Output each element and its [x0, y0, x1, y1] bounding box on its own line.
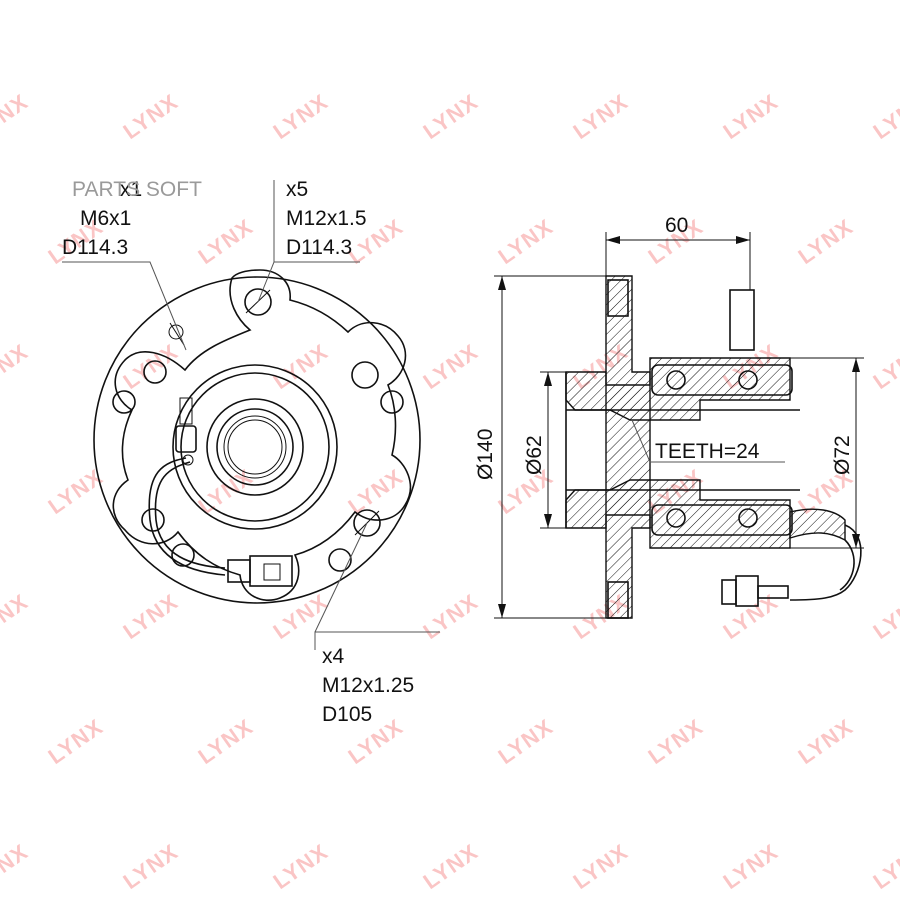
- sensor-bolt-count: x1: [120, 178, 142, 201]
- lynx-watermark: LYNX: [0, 89, 33, 144]
- lynx-watermark: LYNX: [869, 339, 900, 394]
- lynx-watermark: LYNX: [419, 839, 483, 894]
- lynx-watermark: LYNX: [719, 839, 783, 894]
- lynx-watermark: LYNX: [0, 589, 33, 644]
- lynx-watermark: LYNX: [119, 339, 183, 394]
- lynx-watermark: LYNX: [494, 714, 558, 769]
- lynx-watermark: LYNX: [494, 214, 558, 269]
- lynx-watermark: LYNX: [0, 339, 33, 394]
- parts-soft-watermark: PARTS SOFT: [72, 178, 202, 201]
- lynx-watermark: LYNX: [419, 589, 483, 644]
- lynx-watermark: LYNX: [119, 89, 183, 144]
- watermark-layer: LYNX LYNX LYNX LYNX LYNX LYNX LYNX LYNX LYNX LYNX…: [0, 89, 900, 894]
- lynx-watermark: LYNX: [194, 714, 258, 769]
- outer-diameter-dimension: Ø72: [831, 435, 854, 475]
- mount-bolts-pcd: D105: [322, 703, 372, 726]
- lynx-watermark: LYNX: [569, 839, 633, 894]
- lynx-watermark: LYNX: [794, 214, 858, 269]
- lynx-watermark: LYNX: [569, 89, 633, 144]
- lynx-watermark: LYNX: [119, 839, 183, 894]
- lynx-watermark: LYNX: [269, 89, 333, 144]
- hub-side-view: [565, 275, 862, 619]
- lynx-watermark: LYNX: [869, 89, 900, 144]
- lynx-watermark: LYNX: [869, 589, 900, 644]
- sensor-bolt-thread: M6x1: [80, 207, 131, 230]
- mount-bolts-count: x4: [322, 645, 345, 668]
- width-dimension: 60: [665, 214, 688, 237]
- front-view-leaders: [62, 180, 440, 650]
- lynx-watermark: LYNX: [119, 589, 183, 644]
- lynx-watermark: LYNX: [269, 339, 333, 394]
- wheel-studs-pcd: D114.3: [286, 236, 352, 259]
- hub-front-view: [93, 269, 421, 604]
- lynx-watermark: LYNX: [269, 839, 333, 894]
- wheel-studs-thread: M12x1.5: [286, 207, 367, 230]
- lynx-watermark: LYNX: [869, 839, 900, 894]
- lynx-watermark: LYNX: [419, 339, 483, 394]
- labels: x1 M6x1 D114.3 PARTS SOFT x5 M12x1.5 D11…: [62, 178, 854, 726]
- lynx-watermark: LYNX: [644, 714, 708, 769]
- side-view-dimensions: [494, 232, 864, 619]
- mount-bolts-thread: M12x1.25: [322, 674, 414, 697]
- sensor-bolt-pcd: D114.3: [62, 236, 128, 259]
- lynx-watermark: LYNX: [344, 464, 408, 519]
- lynx-watermark: LYNX: [44, 714, 108, 769]
- bore-diameter-dimension: Ø62: [523, 435, 546, 475]
- wheel-studs-count: x5: [286, 178, 308, 201]
- flange-diameter-dimension: Ø140: [474, 429, 497, 480]
- lynx-watermark: LYNX: [194, 214, 258, 269]
- teeth-label: TEETH=24: [655, 440, 760, 463]
- lynx-watermark: LYNX: [794, 714, 858, 769]
- lynx-watermark: LYNX: [419, 89, 483, 144]
- lynx-watermark: LYNX: [719, 589, 783, 644]
- lynx-watermark: LYNX: [719, 89, 783, 144]
- lynx-watermark: LYNX: [0, 839, 33, 894]
